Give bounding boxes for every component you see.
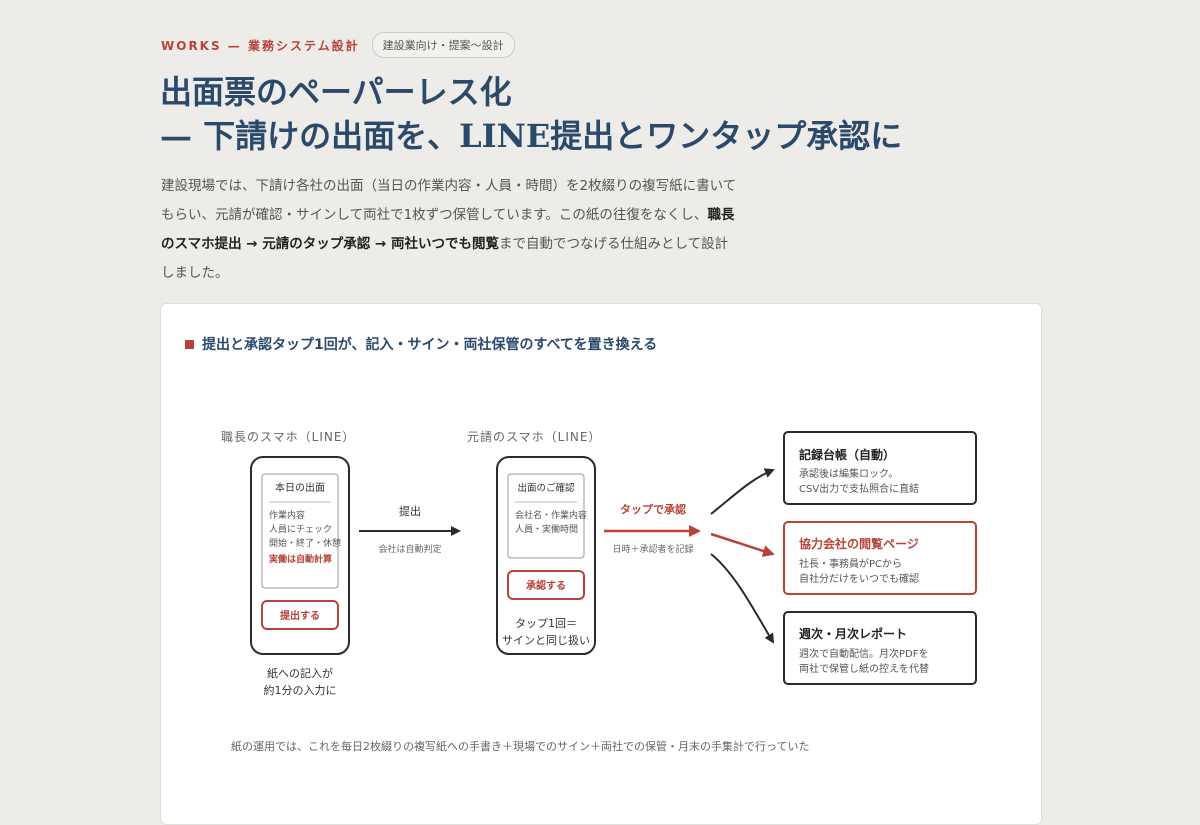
eyebrow: WORKS — 業務システム設計 建設業向け・提案〜設計	[161, 32, 515, 58]
phone1-label: 職長のスマホ（LINE）	[221, 430, 355, 444]
output-box-report	[783, 611, 977, 685]
arrow1-label: 提出	[399, 504, 421, 518]
phone1-row-1: 作業内容	[269, 509, 305, 521]
diagram-card: 提出と承認タップ1回が、記入・サイン・両社保管のすべてを置き換える 職長のスマホ…	[160, 303, 1042, 825]
phone2-screen-title: 出面のご確認	[517, 482, 575, 494]
title-line-2: — 下請けの出面を、LINE提出とワンタップ承認に	[160, 117, 903, 155]
diagram-footnote: 紙の運用では、これを毎日2枚綴りの複写紙への手書き＋現場でのサイン＋両社での保管…	[231, 740, 810, 753]
phone1-row-3: 開始・終了・休憩	[269, 537, 341, 549]
phone2-caption-1: タップ1回＝	[515, 617, 577, 630]
output-box-ledger	[783, 431, 977, 505]
output-report-line1: 週次で自動配信。月次PDFを	[799, 647, 928, 660]
phone2-label: 元請のスマホ（LINE）	[467, 430, 601, 444]
branch-arrow-report	[710, 553, 775, 644]
output-box-viewer	[783, 521, 977, 595]
phone2-row-1: 会社名・作業内容	[515, 509, 587, 521]
flow-diagram: 職長のスマホ（LINE） 本日の出面 作業内容 人員にチェック 開始・終了・休憩…	[221, 430, 977, 697]
output-report-line2: 両社で保管し紙の控えを代替	[799, 662, 929, 675]
phone1-row-2: 人員にチェック	[269, 524, 332, 535]
square-bullet-icon	[185, 339, 194, 349]
arrow1-sub: 会社は自動判定	[378, 543, 441, 555]
branch-arrow-viewer	[710, 532, 775, 557]
title-line-1: 出面票のペーパーレス化	[160, 73, 512, 111]
output-ledger-line2: CSV出力で支払照合に直結	[799, 482, 919, 495]
submit-button[interactable]	[261, 600, 339, 630]
arrow2-sub: 日時＋承認者を記録	[612, 543, 693, 555]
phone1-caption-1: 紙への記入が	[267, 666, 333, 680]
category-tag: 建設業向け・提案〜設計	[371, 32, 515, 58]
lead-paragraph: 建設現場では、下請け各社の出面（当日の作業内容・人員・時間）を2枚綴りの複写紙に…	[161, 172, 741, 288]
phone1-caption-2: 約1分の入力に	[264, 683, 337, 697]
card-heading: 提出と承認タップ1回が、記入・サイン・両社保管のすべてを置き換える	[185, 334, 657, 354]
card-heading-text: 提出と承認タップ1回が、記入・サイン・両社保管のすべてを置き換える	[202, 337, 658, 353]
approve-button[interactable]	[507, 570, 585, 600]
output-viewer-line2: 自社分だけをいつでも確認	[799, 572, 919, 585]
phone1-highlight: 実働は自動計算	[269, 553, 332, 565]
output-ledger-line1: 承認後は編集ロック。	[799, 467, 898, 480]
eyebrow-text: WORKS — 業務システム設計	[161, 38, 360, 53]
output-ledger-title: 記録台帳（自動）	[799, 447, 895, 462]
page-title: 出面票のペーパーレス化 — 下請けの出面を、LINE提出とワンタップ承認に	[160, 70, 902, 158]
arrow2-label: タップで承認	[620, 502, 686, 516]
lead-text-2: まで自動でつなげる仕組みとして設計しました。	[161, 236, 729, 281]
approve-button-label: 承認する	[526, 579, 566, 592]
phone2-screen	[507, 473, 585, 559]
branch-arrow-ledger	[710, 468, 775, 515]
output-report-title: 週次・月次レポート	[799, 626, 907, 641]
output-viewer-line1: 社長・事務員がPCから	[799, 557, 902, 570]
phone1-screen-title: 本日の出面	[275, 481, 325, 494]
phone2-row-2: 人員・実働時間	[515, 523, 578, 535]
lead-bold: 職長のスマホ提出 → 元請のタップ承認 → 両社いつでも閲覧	[161, 207, 735, 252]
output-viewer-title: 協力会社の閲覧ページ	[799, 536, 919, 551]
lead-text-1: 建設現場では、下請け各社の出面（当日の作業内容・人員・時間）を2枚綴りの複写紙に…	[161, 178, 737, 223]
submit-button-label: 提出する	[280, 609, 320, 622]
phone2-caption-2: サインと同じ扱い	[502, 633, 590, 647]
